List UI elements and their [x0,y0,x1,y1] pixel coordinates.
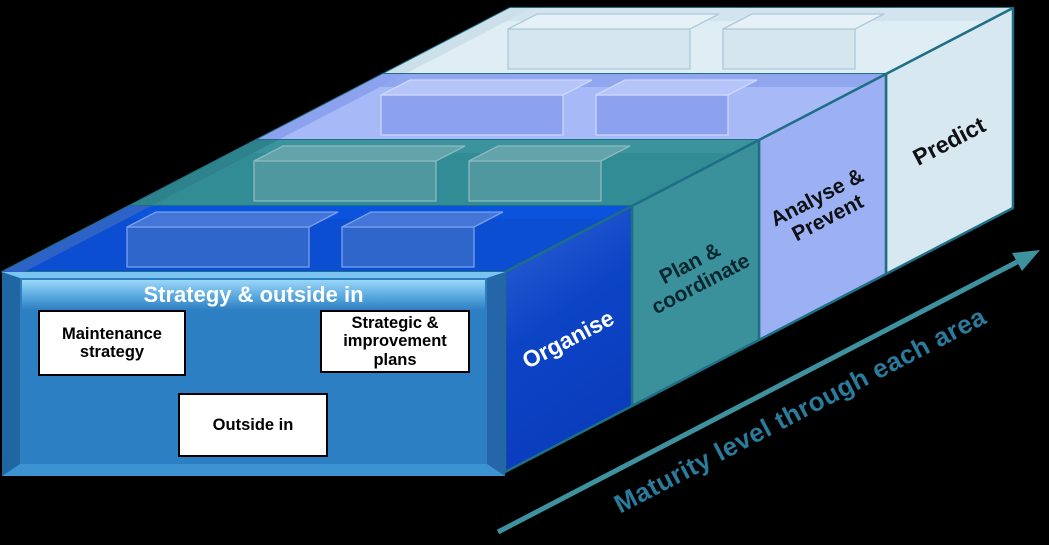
tray-predict-box1-front [507,28,691,70]
strategy-front-face: Strategy & outside in Maintenance strate… [2,272,505,476]
maintenance-strategy-box: Maintenance strategy [38,310,186,376]
maturity-arrow-line [496,259,1019,535]
outside-in-box: Outside in [178,393,328,457]
tray-plan-box1-top [253,145,466,162]
tray-organise-box1-front [126,226,310,268]
tray-analyse-box2-front [595,94,729,136]
tray-analyse-box1-front [380,94,564,136]
tray-organise-side-panel [503,204,634,474]
tray-predict: Predict [382,6,1015,276]
tray-organise-left-wall [2,206,151,272]
front-face-title: Strategy & outside in [22,280,485,310]
tray-organise-box2-top [341,211,504,228]
tray-analyse-left-wall [256,74,405,140]
tray-plan-box2-top [468,145,631,162]
strategic-improvement-plans-box: Strategic & improvement plans [320,310,470,373]
tray-analyse-box1-top [380,79,593,96]
tray-organise-box1-top [126,211,339,228]
maturity-arrow-head [1012,250,1040,271]
tray-plan-coordinate: Plan & coordinate [128,138,761,408]
tray-analyse-prevent: Analyse & Prevent [255,72,888,342]
tray-plan-box1-front [253,160,437,202]
tray-analyse-box2-top [595,79,758,96]
tray-predict-left-wall [383,8,532,74]
tray-organise: Organise [1,204,634,474]
tray-plan-left-wall [129,140,278,206]
tray-organise-box2-front [341,226,475,268]
tray-predict-box1-top [507,13,720,30]
tray-plan-box2-front [468,160,602,202]
tray-predict-box2-top [722,13,885,30]
tray-predict-box2-front [722,28,856,70]
